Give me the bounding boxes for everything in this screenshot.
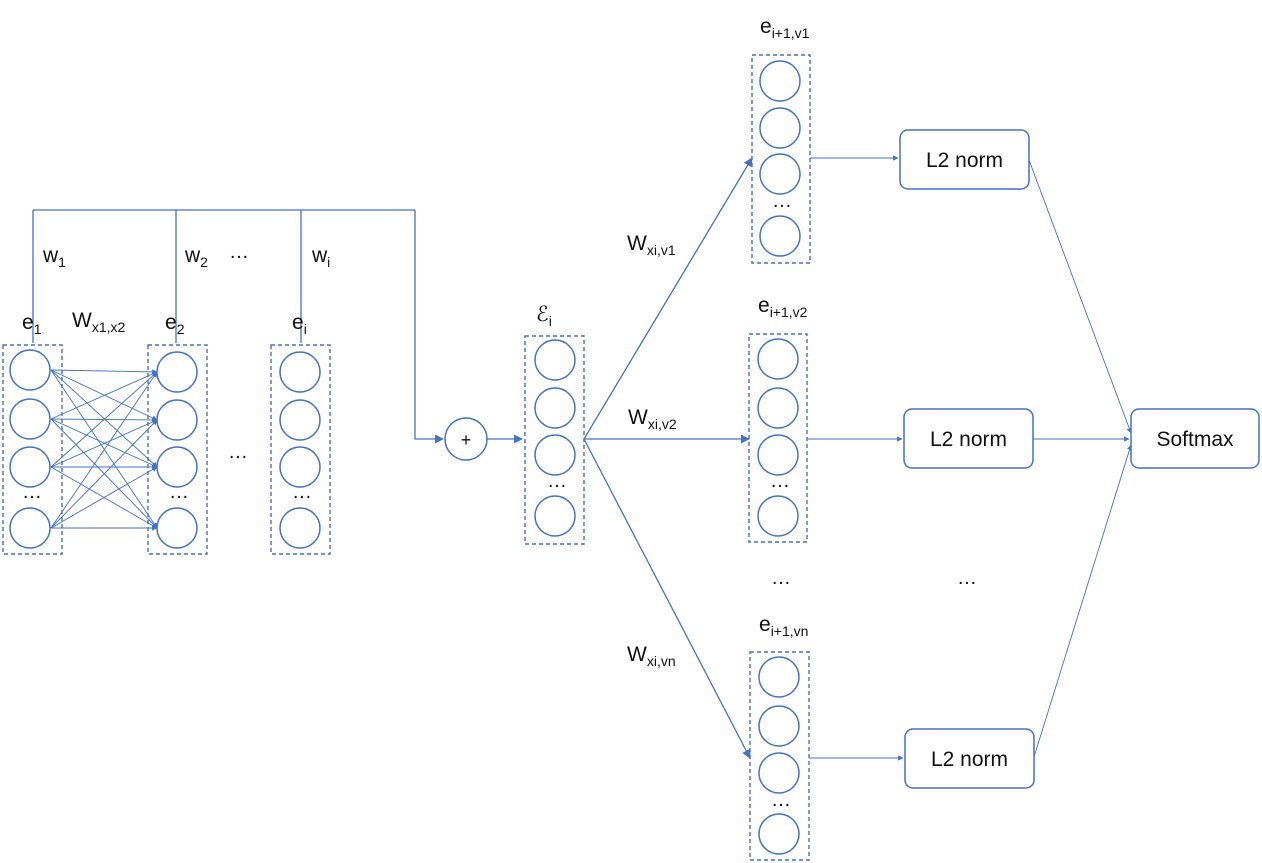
node bbox=[9, 507, 51, 549]
eps-label: ℰi bbox=[536, 303, 552, 329]
dense-edge bbox=[50, 371, 158, 420]
svg-text:Softmax: Softmax bbox=[1156, 428, 1234, 451]
node-ellipsis: … bbox=[770, 470, 790, 492]
node bbox=[9, 398, 51, 440]
node bbox=[534, 495, 576, 537]
l2-norm-box-1: L2 norm bbox=[899, 129, 1030, 190]
Wvn-label: Wxi,vn bbox=[627, 643, 676, 669]
node bbox=[279, 351, 321, 393]
layer-e1: … bbox=[2, 344, 63, 555]
e2-label: e2 bbox=[165, 311, 185, 337]
wi-label: wi bbox=[311, 244, 330, 270]
node-ellipsis: … bbox=[22, 481, 42, 503]
node bbox=[534, 434, 576, 476]
node bbox=[758, 752, 800, 794]
node bbox=[534, 339, 576, 381]
node bbox=[279, 446, 321, 488]
node bbox=[759, 107, 801, 149]
svg-text:L2 norm: L2 norm bbox=[930, 428, 1007, 451]
node-ellipsis: … bbox=[771, 789, 791, 811]
Wv1-label: Wxi,v1 bbox=[627, 232, 676, 258]
l2-1-to-softmax-arrow bbox=[1028, 159, 1132, 434]
dense-edge bbox=[50, 371, 158, 529]
softmax-box: Softmax bbox=[1130, 408, 1260, 469]
ev1-label: ei+1,v1 bbox=[760, 15, 810, 41]
node bbox=[758, 656, 800, 698]
branch-arrow-v1 bbox=[583, 157, 753, 440]
node bbox=[757, 338, 799, 380]
node bbox=[757, 495, 799, 537]
dense-edge bbox=[50, 418, 158, 468]
node bbox=[279, 399, 321, 441]
weight-bus bbox=[32, 209, 444, 444]
node-ellipsis: … bbox=[292, 481, 312, 503]
node bbox=[534, 387, 576, 429]
layer-evn: … bbox=[749, 651, 810, 861]
node bbox=[279, 507, 321, 549]
dense-edge bbox=[50, 466, 158, 529]
node bbox=[758, 813, 800, 855]
layer-e2: … bbox=[147, 344, 208, 555]
l2-3-to-softmax-arrow bbox=[1033, 444, 1133, 758]
node bbox=[156, 446, 198, 488]
layers-ellipsis: … bbox=[228, 441, 248, 463]
dense-edge bbox=[50, 419, 158, 468]
node-ellipsis: … bbox=[169, 481, 189, 503]
node bbox=[156, 507, 198, 549]
dense-edge bbox=[50, 369, 158, 529]
plus-sign: + bbox=[461, 430, 472, 450]
weights-ellipsis: … bbox=[229, 241, 249, 263]
svg-text:L2 norm: L2 norm bbox=[931, 748, 1008, 771]
ev2-label: ei+1,v2 bbox=[758, 294, 808, 320]
layer-ev1: … bbox=[751, 54, 811, 264]
node-ellipsis: … bbox=[547, 470, 567, 492]
w1-label: w1 bbox=[42, 244, 66, 270]
l2-norm-box-3: L2 norm bbox=[904, 728, 1035, 789]
Wv2-label: Wxi,v2 bbox=[628, 406, 677, 432]
node bbox=[9, 349, 51, 391]
svg-text:L2 norm: L2 norm bbox=[926, 149, 1003, 172]
e1-label: e1 bbox=[22, 311, 42, 337]
node bbox=[9, 446, 51, 488]
dense-edge bbox=[50, 419, 158, 529]
node bbox=[759, 60, 801, 102]
node bbox=[757, 387, 799, 429]
node bbox=[156, 399, 198, 441]
evn-label: ei+1,vn bbox=[759, 613, 808, 639]
sum-node: + bbox=[444, 417, 488, 461]
l2-norm-box-2: L2 norm bbox=[903, 408, 1034, 469]
norm-ellipsis: … bbox=[957, 567, 977, 589]
node-ellipsis: … bbox=[772, 190, 792, 212]
dense-edge bbox=[50, 369, 158, 468]
w2-label: w2 bbox=[184, 244, 208, 270]
branch-ellipsis: … bbox=[771, 567, 791, 589]
dense-connections bbox=[50, 369, 158, 531]
node bbox=[758, 705, 800, 747]
layer-ei: … bbox=[270, 344, 331, 555]
ei-label: ei bbox=[292, 311, 307, 337]
Wx1x2-label: Wx1,x2 bbox=[72, 309, 126, 335]
layer-ev2: … bbox=[748, 333, 808, 543]
node bbox=[759, 215, 801, 257]
node bbox=[759, 153, 801, 195]
layer-eps: … bbox=[524, 335, 585, 545]
dense-edge bbox=[50, 369, 158, 421]
dense-edge bbox=[50, 371, 158, 468]
dense-edge bbox=[50, 369, 158, 375]
branch-arrow-vn bbox=[583, 438, 751, 759]
node bbox=[757, 434, 799, 476]
node bbox=[156, 351, 198, 393]
